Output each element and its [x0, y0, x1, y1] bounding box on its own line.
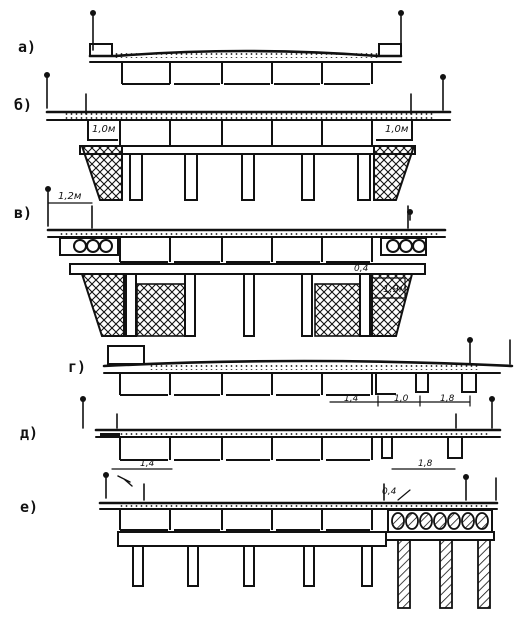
variant-d: д) 1,4 1,8	[20, 396, 502, 470]
variant-v-label: в)	[14, 204, 32, 222]
dim-g-3: 1,8	[440, 394, 455, 404]
deck-cross-section-d	[80, 396, 502, 470]
deck-cross-section-a	[88, 10, 404, 85]
dim-v-left: 1,2м	[58, 191, 82, 202]
variant-b: б)	[14, 72, 452, 201]
dim-d-1: 1,4	[140, 459, 155, 469]
variant-a-label: а)	[18, 38, 36, 56]
variant-e: е)	[20, 472, 499, 609]
deck-cross-section-b	[44, 72, 452, 201]
dim-e-1: 0,4	[382, 487, 397, 497]
variant-a: а)	[18, 10, 404, 85]
variant-v: в)	[14, 186, 447, 337]
variant-g-label: г)	[68, 358, 86, 376]
deck-cross-section-v	[45, 186, 447, 337]
variant-g: г) 1,4 1,0 1,8	[68, 337, 514, 407]
dim-d-2: 1,8	[418, 459, 433, 469]
deck-cross-section-g	[102, 337, 514, 407]
dim-g-1: 1,4	[344, 394, 359, 404]
dim-g-2: 1,0	[394, 394, 409, 404]
dim-v-right: 1,9м	[383, 284, 407, 295]
deck-cross-section-e	[98, 472, 499, 609]
variant-d-label: д)	[20, 424, 38, 442]
variant-b-label: б)	[14, 96, 32, 114]
dim-b-right: 1,0м	[385, 124, 409, 135]
variant-e-label: е)	[20, 498, 38, 516]
dim-v-gap: 0,4	[354, 264, 369, 274]
dim-b-left: 1,0м	[92, 124, 116, 135]
